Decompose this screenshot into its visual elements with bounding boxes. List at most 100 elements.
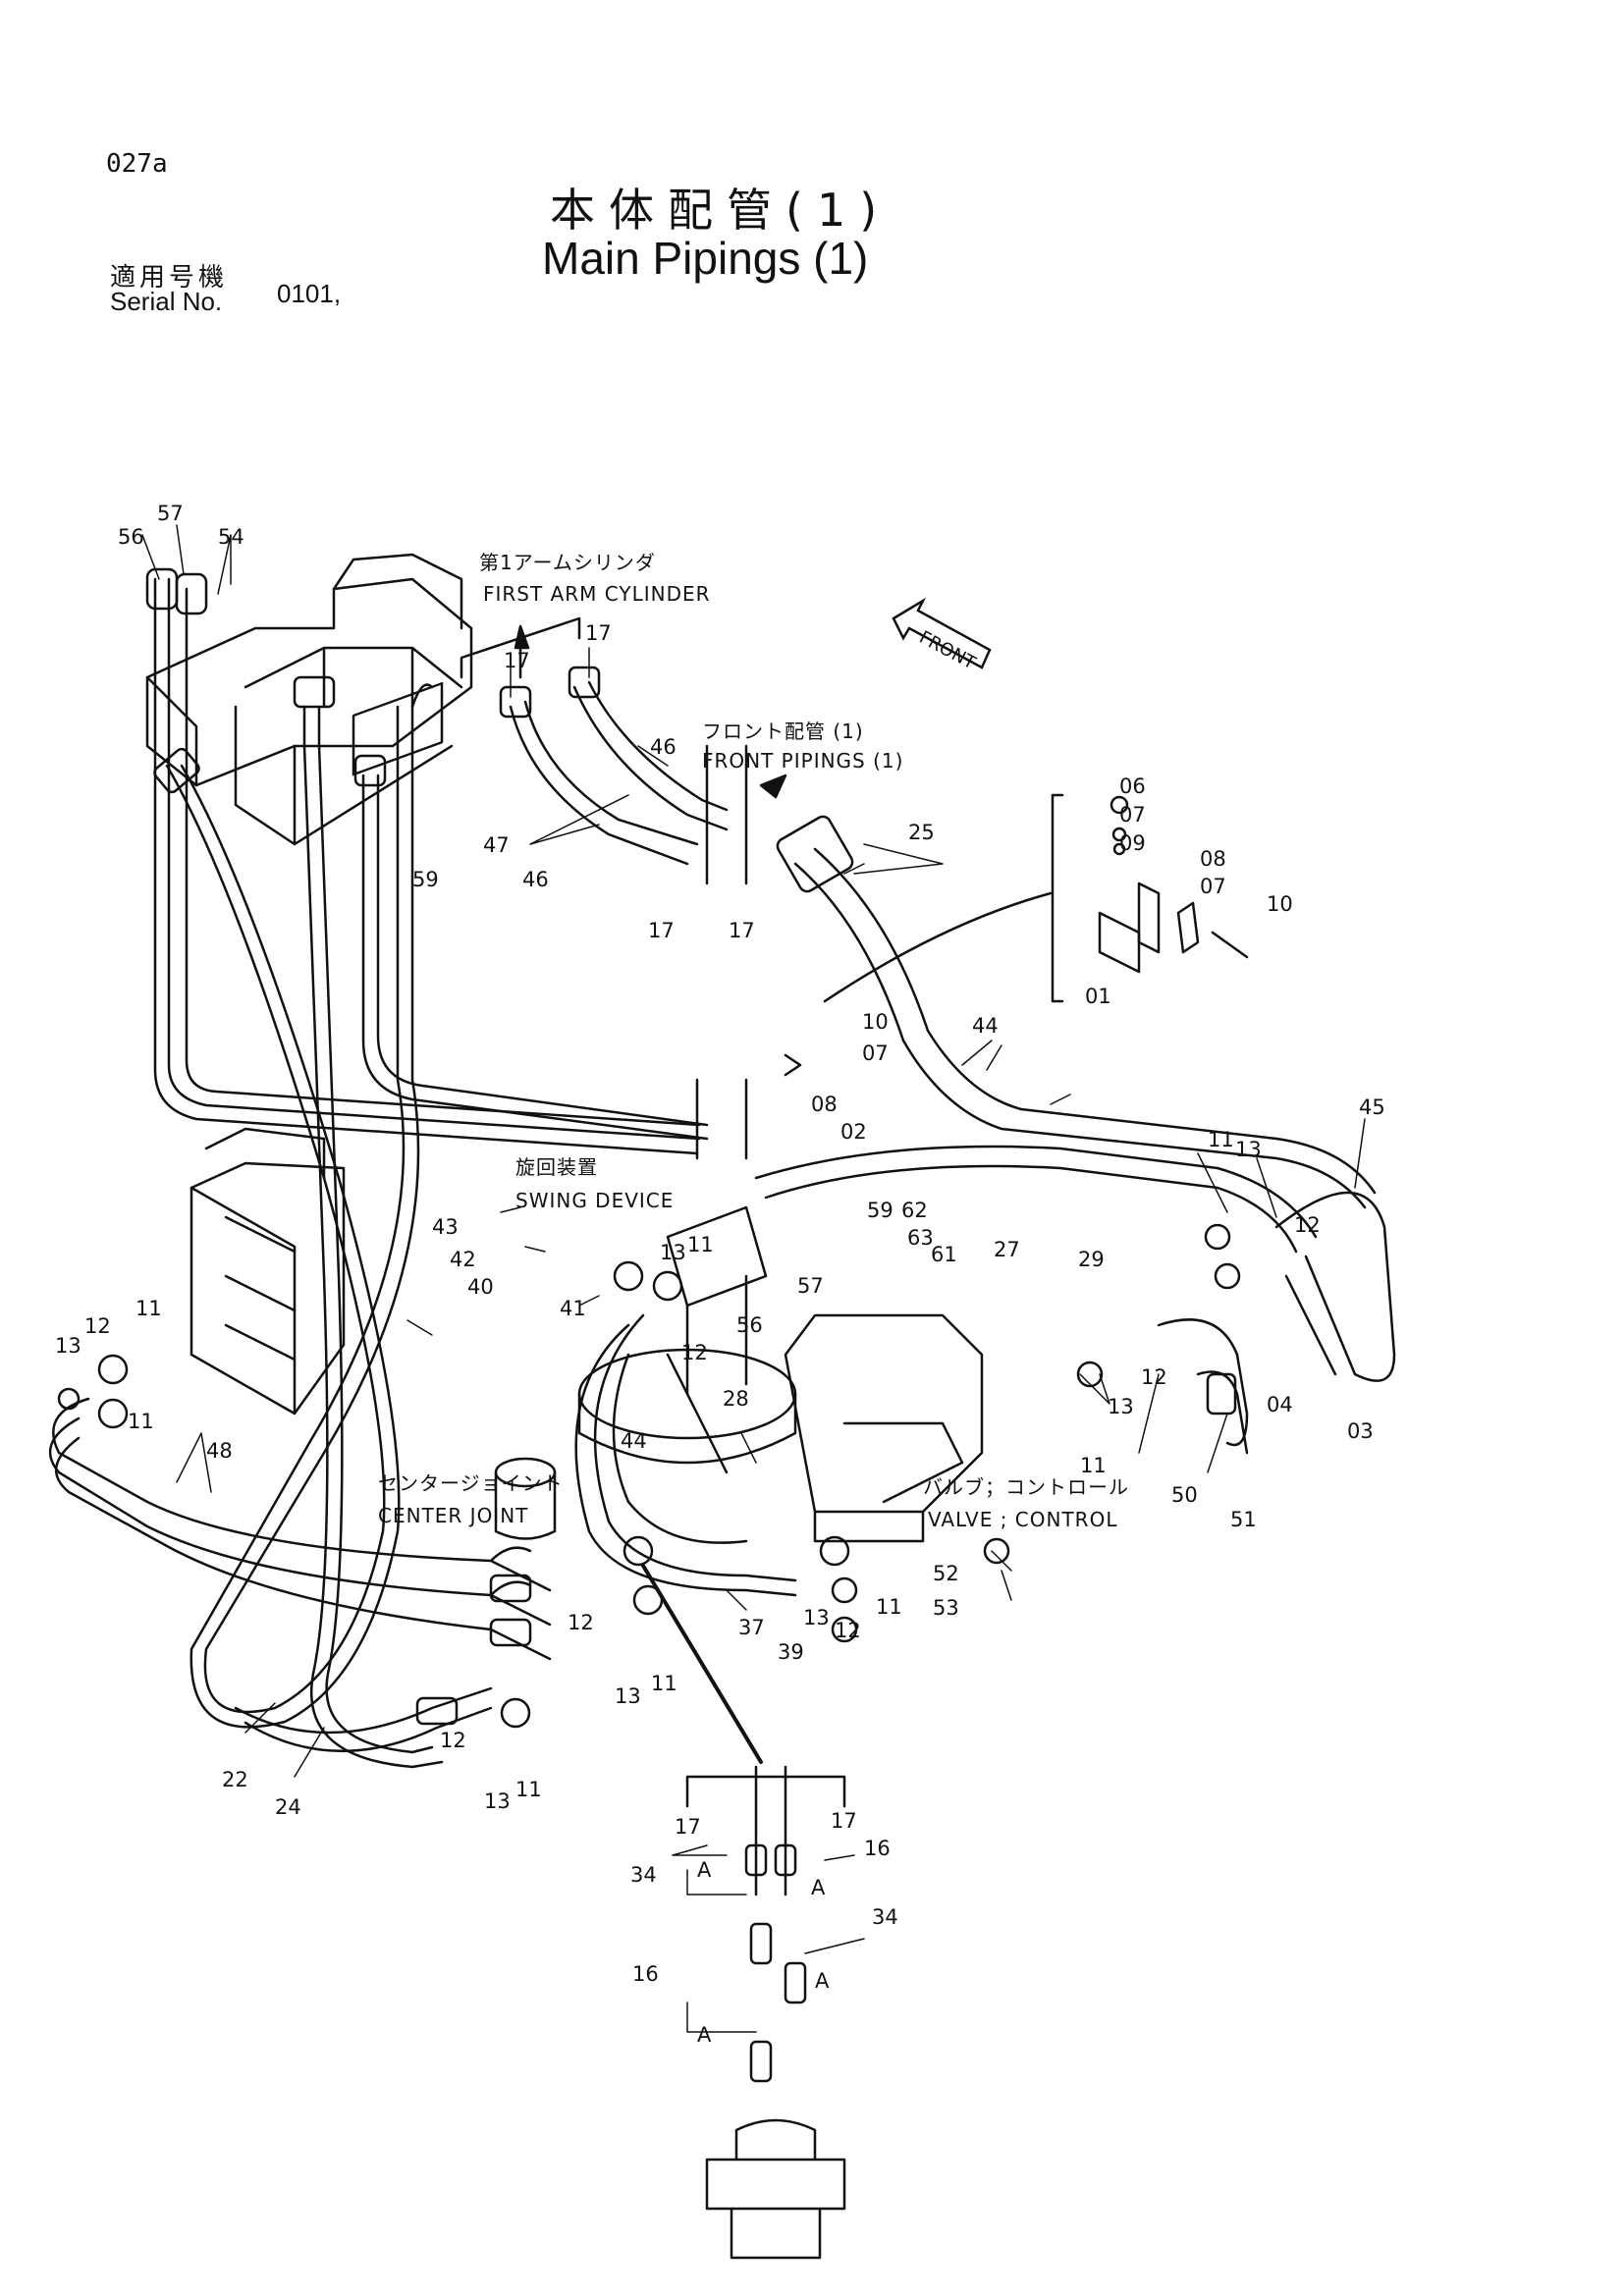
front-pipings-jp: フロント配管 (1) [702,720,864,743]
part-number: 48 [206,1439,233,1463]
part-number: 10 [862,1010,889,1034]
part-number: 51 [1230,1508,1257,1531]
part-number: 12 [440,1729,466,1752]
upper-valve-block [145,553,473,846]
part-number: 54 [218,525,244,549]
part-number: 08 [1200,847,1226,871]
center-joint-jp: センタージョイント [378,1471,564,1495]
valve-control-en: VALVE ; CONTROL [928,1508,1117,1531]
serial-label-en: Serial No. [110,287,223,316]
part-number: 12 [835,1619,861,1642]
part-number: 02 [840,1120,867,1144]
part-number: 45 [1359,1095,1385,1119]
part-number: 17 [831,1809,857,1833]
part-number: 13 [615,1684,641,1708]
part-number: 12 [84,1314,111,1338]
part-number: 11 [128,1410,154,1433]
part-number: 56 [736,1313,763,1337]
part-number: 28 [723,1387,749,1411]
part-number: 27 [994,1238,1020,1261]
part-number: 07 [1200,875,1226,898]
part-number: 03 [1347,1419,1374,1443]
part-number: 42 [450,1248,476,1271]
detail-label-a: A [697,2023,712,2047]
part-number: 12 [1294,1213,1321,1237]
part-number: 07 [862,1041,889,1065]
lower-control-valve-block [189,1127,346,1415]
pipe-48 [48,1397,552,1661]
front-pipings-en: FRONT PIPINGS (1) [702,749,903,773]
part-number: 17 [675,1815,701,1839]
part-number: 11 [876,1595,902,1619]
first-arm-cylinder-en: FIRST ARM CYLINDER [483,582,711,606]
part-number: 11 [1080,1454,1107,1477]
part-number: 13 [55,1334,81,1358]
page-title-jp: 本体配管(1) [550,184,892,237]
pipe-27-29-03-04 [754,1145,1396,1455]
part-number: 34 [872,1905,898,1929]
front-direction-arrow: FRONT [892,597,992,674]
part-number: 40 [467,1275,494,1299]
part-number: 17 [729,919,755,942]
page-title-en: Main Pipings (1) [542,233,869,284]
swing-device-en: SWING DEVICE [515,1189,674,1212]
lower-hoses [234,1574,532,1753]
front-arrow-label: FRONT [916,627,980,674]
part-number: 11 [135,1297,162,1320]
part-number: 01 [1085,985,1111,1008]
part-number: 09 [1119,831,1146,855]
part-number: 53 [933,1596,959,1620]
part-number: 57 [157,502,184,525]
part-number: 29 [1078,1248,1105,1271]
part-number: 47 [483,833,510,857]
part-number: 24 [275,1795,301,1819]
flange-fittings [57,1223,1241,1729]
part-number: 52 [933,1562,959,1585]
part-number: 16 [864,1837,891,1860]
pipe-59 [353,754,709,1141]
swing-device-jp: 旋回装置 [515,1155,598,1179]
part-number: 41 [560,1297,586,1320]
part-number: 34 [630,1863,657,1887]
pipe-56-57 [145,567,701,1155]
serial-label-jp: 適用号機 [110,263,229,293]
part-number: 56 [118,525,144,549]
part-number: 39 [778,1640,804,1664]
part-number: 16 [632,1962,659,1986]
part-number: 12 [568,1611,594,1634]
part-number: 50 [1171,1483,1198,1507]
hose-22-24 [153,675,444,1769]
center-joint-detail [685,1765,846,2260]
part-number: 12 [681,1341,708,1364]
valve-control-jp: バルブ；コントロール [923,1475,1129,1499]
part-number: 59 [867,1199,893,1222]
part-number: 13 [803,1606,830,1629]
part-number: 17 [648,919,675,942]
serial-value: 0101, [277,279,342,308]
leader-lines [141,524,1366,2033]
part-number: 13 [660,1241,686,1264]
part-number: 22 [222,1768,248,1791]
part-number: 43 [432,1215,459,1239]
detail-label-a: A [815,1969,830,1993]
part-number: 11 [1208,1128,1234,1151]
center-joint-en: CENTER JOINT [378,1504,528,1527]
part-number: 06 [1119,774,1146,798]
part-number: 11 [651,1672,677,1695]
part-number: 46 [650,735,677,759]
detail-label-a: A [811,1876,826,1899]
part-number: 10 [1267,892,1293,916]
main-control-valve [784,1313,984,1543]
part-number: 13 [1108,1395,1134,1418]
part-number: 08 [811,1093,838,1116]
arm-cylinder-bracket [460,616,748,1160]
hose-46-47 [499,666,729,866]
part-number: 11 [687,1233,714,1256]
detail-label-a: A [697,1858,712,1882]
part-number-labels: 56 57 54 17 17 46 47 46 17 17 59 25 06 0… [55,502,1385,1986]
part-number: 12 [1141,1365,1167,1389]
first-arm-cylinder-jp: 第1アームシリンダ [479,551,656,574]
part-number: 17 [504,649,530,672]
part-number: 17 [585,621,612,645]
part-number: 62 [901,1199,928,1222]
